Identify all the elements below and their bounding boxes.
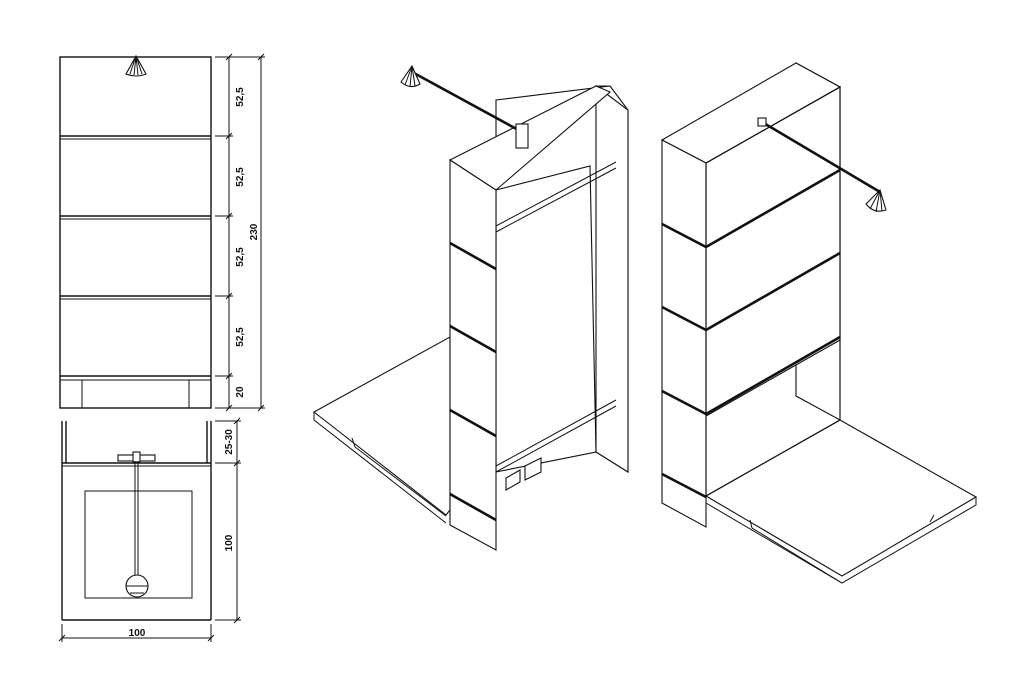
- lamp-shade-icon: [865, 188, 887, 213]
- dim-total-height: 230: [249, 223, 260, 240]
- rail-bottom: [495, 399, 617, 473]
- wall-joint: [661, 389, 707, 416]
- rail-top: [495, 161, 617, 233]
- platform-top: [704, 419, 978, 577]
- base-foot-left: [59, 379, 83, 409]
- dim-platform-depth: 100: [224, 534, 235, 551]
- isometric-view-front: [313, 64, 629, 551]
- dim-base: 20: [235, 386, 246, 398]
- wall-joint: [661, 222, 707, 249]
- dim-platform-width: 100: [129, 628, 146, 639]
- wall-joint: [661, 472, 707, 499]
- lamp-arm: [411, 70, 523, 134]
- outlet-icon: [505, 469, 521, 491]
- dim-segment-3: 52,5: [235, 247, 246, 267]
- platform-top: [313, 336, 451, 516]
- lamp-arm: [761, 120, 881, 194]
- front-elevation: 52,5 52,5 52,5 52,5 20 230: [59, 53, 265, 412]
- column-joint: [449, 408, 497, 438]
- base-foot-right: [188, 379, 212, 409]
- dim-segment-2: 52,5: [235, 167, 246, 187]
- dim-segment-4: 52,5: [235, 327, 246, 347]
- lamp-shade-icon: [125, 54, 147, 77]
- column-joint: [449, 324, 497, 354]
- front-column: [449, 158, 497, 551]
- lamp-mount: [515, 123, 529, 149]
- wall-joint: [661, 305, 707, 332]
- column-joint: [449, 241, 497, 271]
- lamp-shade-icon: [400, 64, 421, 88]
- outlet-icon: [524, 457, 542, 481]
- dim-segment-1: 52,5: [235, 87, 246, 107]
- plan-view: 25-30 100 100: [58, 417, 241, 642]
- right-panel: [595, 84, 629, 473]
- inner-wall: [495, 165, 597, 473]
- elevation-outline: [59, 56, 212, 409]
- isometric-view-back: [660, 62, 978, 584]
- lamp-mount: [757, 117, 767, 127]
- side-column: [661, 139, 707, 528]
- dim-depth-offset: 25-30: [224, 429, 235, 455]
- column-joint: [449, 492, 497, 522]
